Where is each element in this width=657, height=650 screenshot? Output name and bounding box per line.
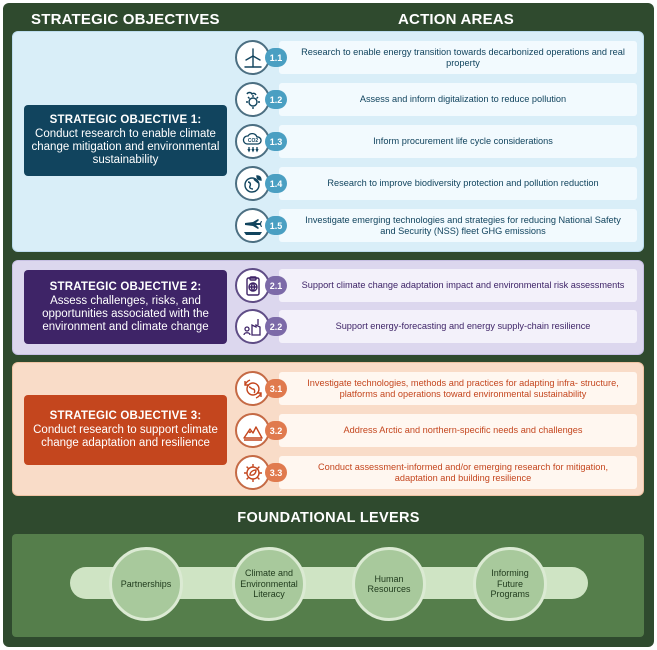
action-3-2: 3.2 Address Arctic and northern-specific… [235,413,637,448]
objective-2-text: Assess challenges, risks, and opportunit… [42,294,209,333]
action-2-1: 2.1 Support climate change adaptation im… [235,268,637,303]
action-text: Inform procurement life cycle considerat… [279,125,637,158]
factory-person-icon [235,309,270,344]
action-1-3: CO2 1.3 Inform procurement life cycle co… [235,124,637,159]
action-1-4: 1.4 Research to improve biodiversity pro… [235,166,637,201]
objective-3-section: STRATEGIC OBJECTIVE 3: Conduct research … [12,362,644,496]
action-text: Assess and inform digitalization to redu… [279,83,637,116]
action-number: 1.1 [265,48,287,67]
objective-2-box: STRATEGIC OBJECTIVE 2: Assess challenges… [24,270,227,344]
action-text: Support energy-forecasting and energy su… [279,310,637,343]
action-number: 1.5 [265,216,287,235]
action-text: Address Arctic and northern-specific nee… [279,414,637,447]
objective-3-text: Conduct research to support climate chan… [33,424,218,449]
objective-3-box: STRATEGIC OBJECTIVE 3: Conduct research … [24,395,227,465]
action-number: 3.3 [265,463,287,482]
foundational-levers-title: FOUNDATIONAL LEVERS [237,510,420,526]
foundational-levers-panel: Partnerships Climate and Environmental L… [12,534,644,637]
action-1-1: 1.1 Research to enable energy transition… [235,40,637,75]
action-areas-header: ACTION AREAS [398,11,515,28]
clipboard-globe-icon [235,268,270,303]
co2-cloud-icon: CO2 [235,124,270,159]
lever-partnerships: Partnerships [109,547,183,621]
svg-text:CO2: CO2 [247,138,258,144]
objective-2-title: STRATEGIC OBJECTIVE 2: [49,280,202,293]
objective-3-title: STRATEGIC OBJECTIVE 3: [49,410,202,422]
action-3-3: 3.3 Conduct assessment-informed and/or e… [235,455,637,490]
lever-human-resources: Human Resources [352,547,426,621]
action-text: Research to enable energy transition tow… [279,41,637,74]
action-text: Investigate emerging technologies and st… [279,209,637,242]
action-text: Investigate technologies, methods and pr… [279,372,637,405]
action-number: 2.2 [265,317,287,336]
action-number: 3.1 [265,379,287,398]
action-number: 1.2 [265,90,287,109]
objective-2-section: STRATEGIC OBJECTIVE 2: Assess challenges… [12,260,644,355]
objective-1-box: STRATEGIC OBJECTIVE 1: Conduct research … [24,105,227,176]
gear-cloud-icon [235,82,270,117]
globe-arrows-icon [235,371,270,406]
lever-informing-future-programs: Informing Future Programs [473,547,547,621]
gear-leaf-icon [235,455,270,490]
lever-climate-literacy: Climate and Environmental Literacy [232,547,306,621]
objective-1-text: Conduct research to enable climate chang… [31,128,220,166]
strategic-objectives-header: STRATEGIC OBJECTIVES [31,11,220,28]
action-number: 2.1 [265,276,287,295]
objective-1-section: STRATEGIC OBJECTIVE 1: Conduct research … [12,31,644,252]
action-3-1: 3.1 Investigate technologies, methods an… [235,371,637,406]
action-number: 1.3 [265,132,287,151]
action-text: Conduct assessment-informed and/or emerg… [279,456,637,489]
action-2-2: 2.2 Support energy-forecasting and energ… [235,309,637,344]
globe-leaf-icon [235,166,270,201]
action-text: Support climate change adaptation impact… [279,269,637,302]
action-1-5: 1.5 Investigate emerging technologies an… [235,208,637,243]
objective-1-title: STRATEGIC OBJECTIVE 1: [49,114,202,126]
action-number: 1.4 [265,174,287,193]
action-number: 3.2 [265,421,287,440]
action-1-2: 1.2 Assess and inform digitalization to … [235,82,637,117]
action-text: Research to improve biodiversity protect… [279,167,637,200]
